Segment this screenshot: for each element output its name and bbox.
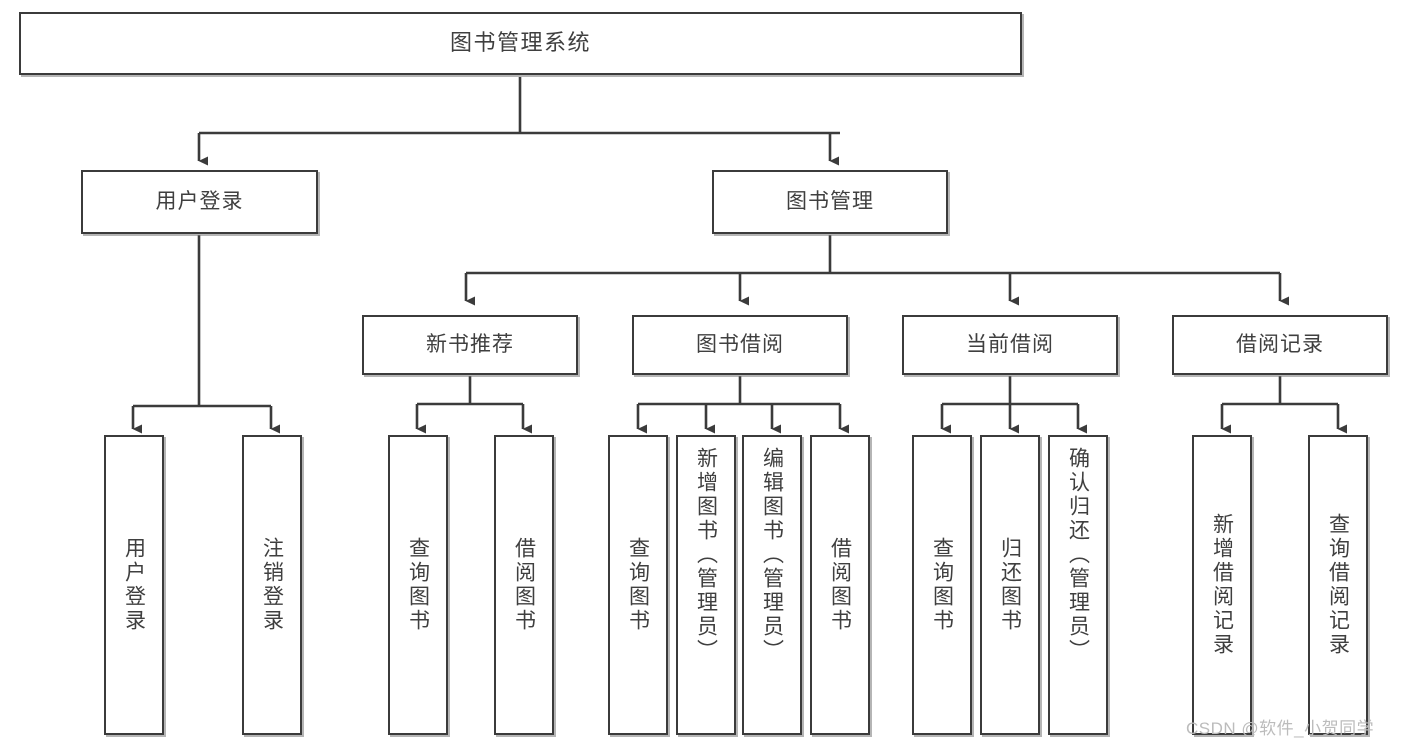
node-leaf-query-books-recommend-label: 查询图书 <box>406 537 430 633</box>
node-leaf-confirm-return-admin-label: 确认归还（管理员） <box>1066 447 1090 663</box>
node-book-management[interactable]: 图书管理 <box>712 170 948 234</box>
node-book-management-label: 图书管理 <box>786 190 874 214</box>
node-leaf-add-book-admin[interactable]: 新增图书（管理员） <box>676 435 736 735</box>
node-leaf-confirm-return-admin[interactable]: 确认归还（管理员） <box>1048 435 1108 735</box>
node-root-book-management-system[interactable]: 图书管理系统 <box>19 12 1022 75</box>
node-borrowing-records-label: 借阅记录 <box>1236 333 1324 357</box>
node-current-borrowing-label: 当前借阅 <box>966 333 1054 357</box>
node-current-borrowing[interactable]: 当前借阅 <box>902 315 1118 375</box>
node-book-borrowing[interactable]: 图书借阅 <box>632 315 848 375</box>
node-leaf-borrow-books[interactable]: 借阅图书 <box>810 435 870 735</box>
node-leaf-return-books[interactable]: 归还图书 <box>980 435 1040 735</box>
node-leaf-logout-label: 注销登录 <box>260 537 284 633</box>
node-leaf-edit-book-admin[interactable]: 编辑图书（管理员） <box>742 435 802 735</box>
node-leaf-query-books-borrow-label: 查询图书 <box>626 537 650 633</box>
node-leaf-borrow-books-recommend-label: 借阅图书 <box>512 537 536 633</box>
node-leaf-add-borrow-record-label: 新增借阅记录 <box>1210 513 1234 657</box>
node-leaf-add-borrow-record[interactable]: 新增借阅记录 <box>1192 435 1252 735</box>
node-leaf-query-books-borrow[interactable]: 查询图书 <box>608 435 668 735</box>
node-user-login-label: 用户登录 <box>155 190 244 214</box>
node-leaf-user-login[interactable]: 用户登录 <box>104 435 164 735</box>
node-leaf-edit-book-admin-label: 编辑图书（管理员） <box>760 447 784 663</box>
node-leaf-borrow-books-label: 借阅图书 <box>828 537 852 633</box>
node-leaf-add-book-admin-label: 新增图书（管理员） <box>694 447 718 663</box>
node-new-book-recommendation-label: 新书推荐 <box>426 333 514 357</box>
node-leaf-borrow-books-recommend[interactable]: 借阅图书 <box>494 435 554 735</box>
node-new-book-recommendation[interactable]: 新书推荐 <box>362 315 578 375</box>
node-user-login[interactable]: 用户登录 <box>81 170 318 234</box>
node-borrowing-records[interactable]: 借阅记录 <box>1172 315 1388 375</box>
node-leaf-query-books-current-label: 查询图书 <box>930 537 954 633</box>
node-leaf-query-borrow-record-label: 查询借阅记录 <box>1326 513 1350 657</box>
node-root-label: 图书管理系统 <box>449 30 591 56</box>
csdn-watermark: CSDN @软件_小贺同学 <box>1186 719 1375 738</box>
node-leaf-query-books-recommend[interactable]: 查询图书 <box>388 435 448 735</box>
node-book-borrowing-label: 图书借阅 <box>696 333 784 357</box>
node-leaf-query-books-current[interactable]: 查询图书 <box>912 435 972 735</box>
node-leaf-query-borrow-record[interactable]: 查询借阅记录 <box>1308 435 1368 735</box>
node-leaf-user-login-label: 用户登录 <box>122 537 146 633</box>
node-leaf-logout[interactable]: 注销登录 <box>242 435 302 735</box>
node-leaf-return-books-label: 归还图书 <box>998 537 1022 633</box>
